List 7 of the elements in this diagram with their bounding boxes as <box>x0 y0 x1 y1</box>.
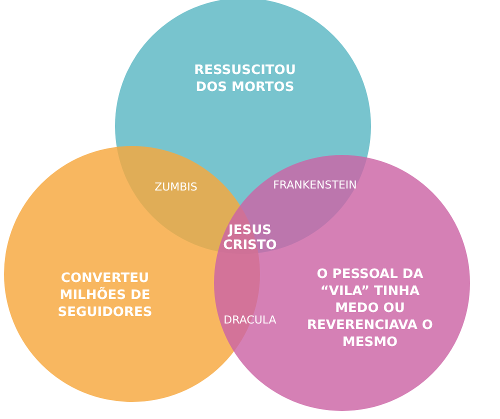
overlap-label: DRACULA <box>222 312 278 328</box>
overlap-label: ZUMBIS <box>154 180 198 194</box>
circle-label: O PESSOAL DA “VILA” TINHA MEDO OU REVERENCIAVA O MESMO <box>306 266 434 351</box>
overlap-label: FRANKENSTEIN <box>272 178 358 192</box>
circle-label: CONVERTEU MILHÕES DE SEGUIDORES <box>56 270 154 321</box>
overlap-label: JESUS CRISTO <box>222 223 278 253</box>
circle-label: RESSUSCITOU DOS MORTOS <box>193 62 297 96</box>
